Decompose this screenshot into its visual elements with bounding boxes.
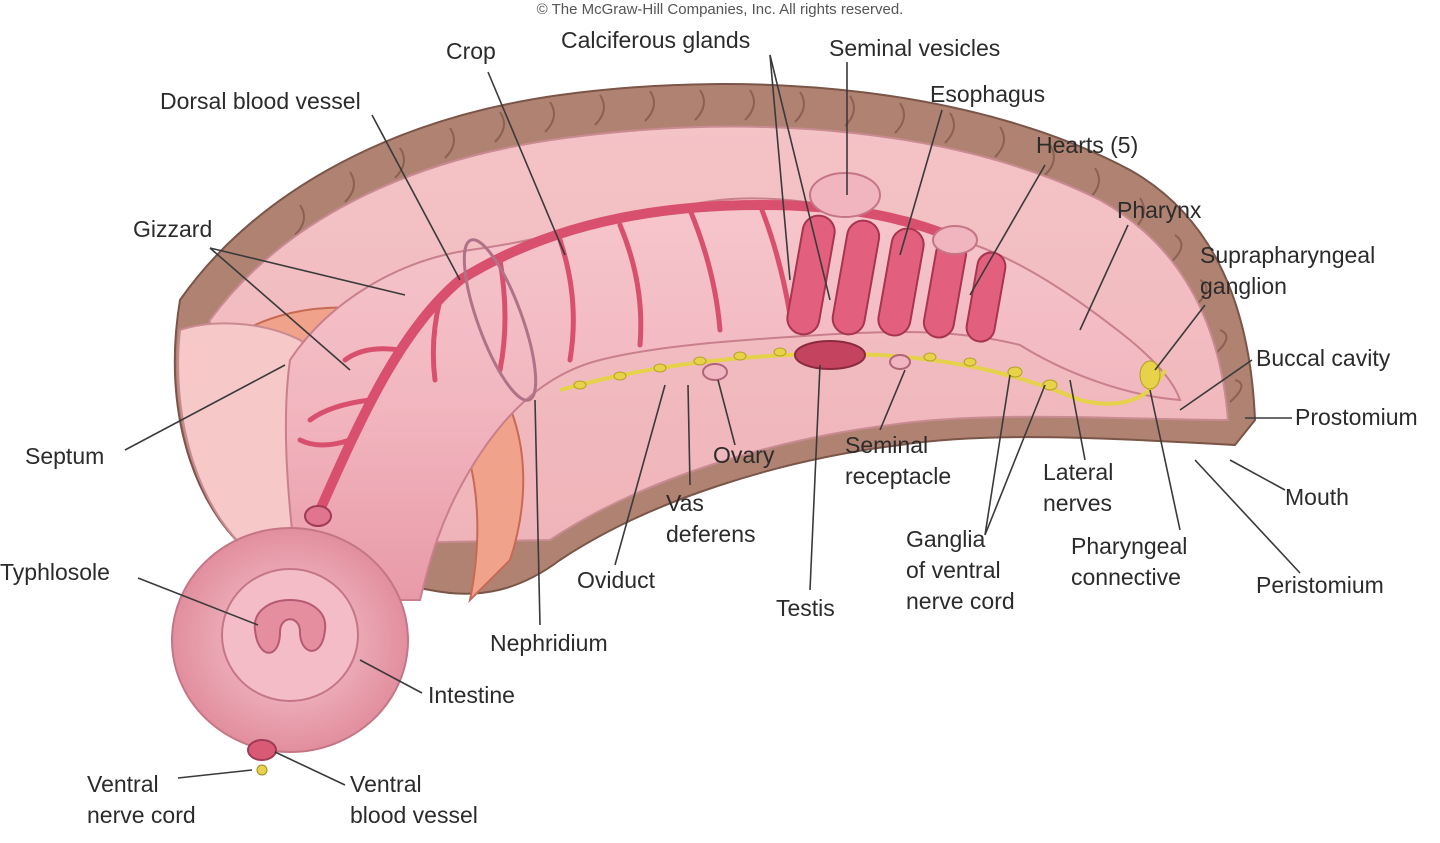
ovary-shape xyxy=(702,363,728,381)
label-buccal-cavity: Buccal cavity xyxy=(1256,345,1391,371)
label-mouth: Mouth xyxy=(1285,484,1349,510)
label-suprapharyngeal-ganglion: Suprapharyngeal ganglion xyxy=(1200,242,1376,299)
seminal-receptacle-shape xyxy=(889,354,911,370)
label-pharynx: Pharynx xyxy=(1117,197,1202,223)
label-gizzard: Gizzard xyxy=(133,216,213,242)
label-intestine: Intestine xyxy=(428,682,515,708)
label-crop: Crop xyxy=(446,38,496,64)
ventral-vessel-stub xyxy=(247,739,277,761)
blood-vessel-branches xyxy=(297,202,793,448)
label-ventral-nerve-cord: Ventral nerve cord xyxy=(87,771,196,828)
seminal-vesicle-2 xyxy=(932,225,978,255)
label-ovary: Ovary xyxy=(713,442,775,468)
body-segments xyxy=(294,89,1243,403)
label-ventral-blood-vessel: Ventral blood vessel xyxy=(350,771,478,828)
label-calciferous-glands: Calciferous glands xyxy=(561,27,751,53)
ganglia xyxy=(573,347,1161,391)
label-oviduct: Oviduct xyxy=(577,567,655,593)
copyright-notice: © The McGraw-Hill Companies, Inc. All ri… xyxy=(536,1,904,18)
label-prostomium: Prostomium xyxy=(1295,404,1418,430)
label-seminal-vesicles: Seminal vesicles xyxy=(829,35,1001,61)
testis-shape xyxy=(794,340,866,370)
typhlosole-fold xyxy=(253,599,327,654)
label-nephridium: Nephridium xyxy=(490,630,608,656)
gizzard-ring xyxy=(462,238,538,402)
label-peristomium: Peristomium xyxy=(1256,572,1384,598)
label-septum: Septum xyxy=(25,443,105,469)
label-pharyngeal-connective: Pharyngeal connective xyxy=(1071,533,1188,590)
seminal-vesicle-1 xyxy=(809,172,881,218)
label-testis: Testis xyxy=(776,595,835,621)
leader-lines xyxy=(124,54,1301,786)
label-esophagus: Esophagus xyxy=(930,81,1046,107)
label-lateral-nerves: Lateral nerves xyxy=(1043,459,1114,516)
hearts xyxy=(786,214,1007,343)
label-ganglia-ventral-nerve-cord: Ganglia of ventral nerve cord xyxy=(906,526,1015,614)
label-hearts: Hearts (5) xyxy=(1036,132,1139,158)
label-typhlosole: Typhlosole xyxy=(0,559,110,585)
label-seminal-receptacle: Seminal receptacle xyxy=(845,432,952,489)
label-dorsal-blood-vessel: Dorsal blood vessel xyxy=(160,88,361,114)
label-vas-deferens: Vas deferens xyxy=(666,490,756,547)
ventral-nerve-stub xyxy=(256,764,268,776)
